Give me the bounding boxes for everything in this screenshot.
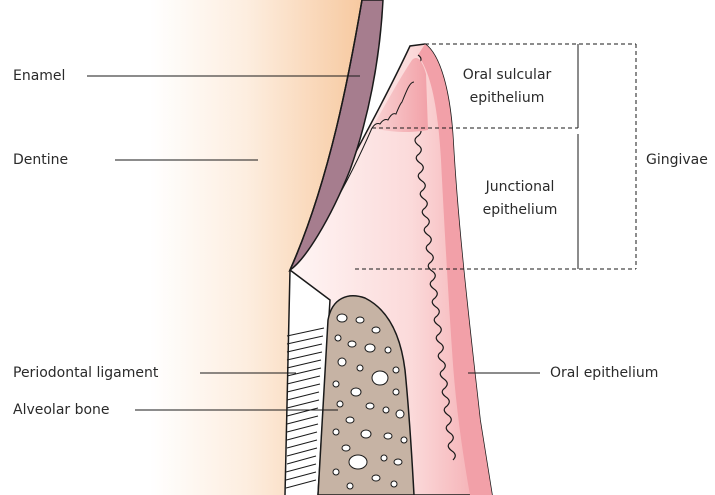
label-alveolar-bone: Alveolar bone xyxy=(13,401,110,419)
label-oral-epithelium: Oral epithelium xyxy=(550,364,658,382)
label-dentine: Dentine xyxy=(13,151,68,169)
label-oral-sulcular-epithelium-line2: epithelium xyxy=(470,89,545,107)
label-periodontal-ligament: Periodontal ligament xyxy=(13,364,158,382)
label-junctional-epithelium-line2: epithelium xyxy=(483,201,558,219)
label-junctional-epithelium-line1: Junctional xyxy=(486,178,555,196)
label-enamel: Enamel xyxy=(13,67,65,85)
label-oral-sulcular-epithelium-line1: Oral sulcular xyxy=(463,66,552,84)
label-gingivae: Gingivae xyxy=(646,151,708,169)
